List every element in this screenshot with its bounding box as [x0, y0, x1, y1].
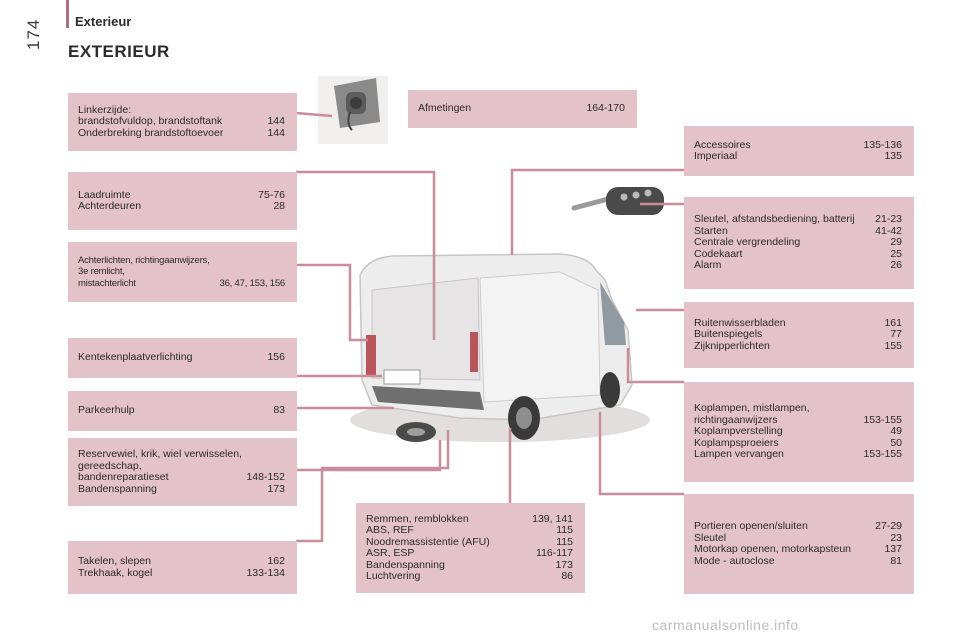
section-bar	[66, 0, 69, 28]
van-illustration	[350, 253, 650, 442]
entry-row: gereedschap,	[78, 459, 142, 472]
entry-row: Koplampen, mistlampen,	[694, 402, 810, 415]
entry-row: Noodremassistentie (AFU)115	[366, 535, 573, 548]
box-achterlichten: Achterlichten, richtingaanwijzers, 3e re…	[68, 242, 297, 302]
entry-row: Reservewiel, krik, wiel verwisselen,	[78, 448, 242, 460]
key-fob-illustration	[571, 187, 664, 215]
leader-lines	[295, 111, 684, 543]
watermark: carmanualsonline.info	[652, 617, 799, 633]
box-linkerzijde: Linkerzijde: brandstofvuldop, brandstoft…	[68, 93, 297, 151]
entry-row: Achterlichten, richtingaanwijzers,	[78, 254, 210, 266]
box-reservewiel: Reservewiel, krik, wiel verwisselen, ger…	[68, 438, 297, 506]
entry-row: 3e remlicht,	[78, 266, 125, 278]
entry-row: Linkerzijde:	[78, 103, 132, 116]
box-koplampen: Koplampen, mistlampen, richtingaanwijzer…	[684, 382, 914, 482]
section-label: Exterieur	[75, 14, 132, 29]
fuel-cap-illustration	[318, 76, 388, 144]
page-title: EXTERIEUR	[68, 42, 170, 61]
